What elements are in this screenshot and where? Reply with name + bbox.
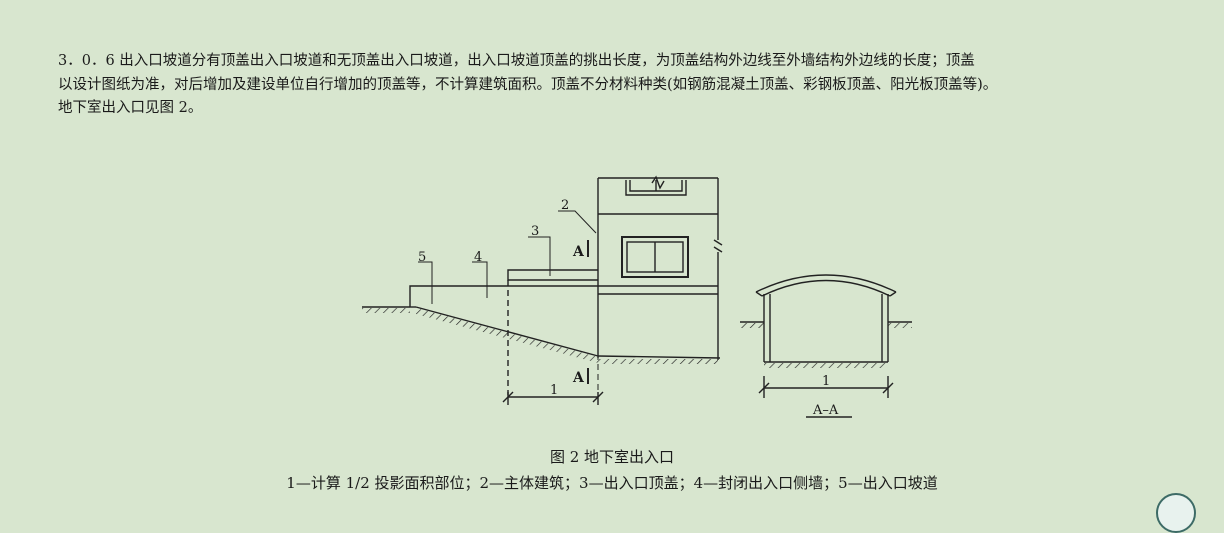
label-3: 3 <box>531 224 539 239</box>
dimension-label: 1 <box>550 383 558 398</box>
entrance-canopy <box>507 269 598 281</box>
entrance-ramp <box>415 306 721 359</box>
ground-hatching <box>362 308 718 364</box>
enclosed-side-wall <box>409 285 598 308</box>
label-4: 4 <box>474 250 482 265</box>
paragraph-line-1: 3．0．6 出入口坡道分有顶盖出入口坡道和无顶盖出入口坡道，出入口坡道顶盖的挑出… <box>58 53 975 69</box>
paragraph-line-3: 地下室出入口见图 2。 <box>58 100 203 116</box>
section-dimension-label: 1 <box>822 374 830 389</box>
main-building <box>597 177 723 360</box>
figure-title: 图 2 地下室出入口 <box>549 448 675 466</box>
body-paragraph: 3．0．6 出入口坡道分有顶盖出入口坡道和无顶盖出入口坡道，出入口坡道顶盖的挑出… <box>58 50 1218 121</box>
section-hatching <box>740 323 912 368</box>
lower-window <box>621 236 689 278</box>
logo-icon <box>1156 493 1196 533</box>
elevation-view <box>362 175 723 405</box>
section-title: A–A <box>812 403 839 418</box>
section-mark-bottom: A <box>572 370 585 386</box>
section-mark-top: A <box>572 244 585 260</box>
figure-legend: 1—计算 1/2 投影面积部位；2—主体建筑；3—出入口顶盖；4—封闭出入口侧墙… <box>286 474 938 492</box>
paragraph-line-2: 以设计图纸为准，对后增加及建设单位自行增加的顶盖等，不计算建筑面积。顶盖不分材料… <box>58 76 998 93</box>
label-2: 2 <box>561 198 569 213</box>
section-view <box>740 274 912 418</box>
basement-entrance-diagram: 5 4 3 2 A A 1 1 A–A <box>362 175 912 418</box>
label-5: 5 <box>418 250 426 265</box>
upper-window <box>625 175 687 196</box>
